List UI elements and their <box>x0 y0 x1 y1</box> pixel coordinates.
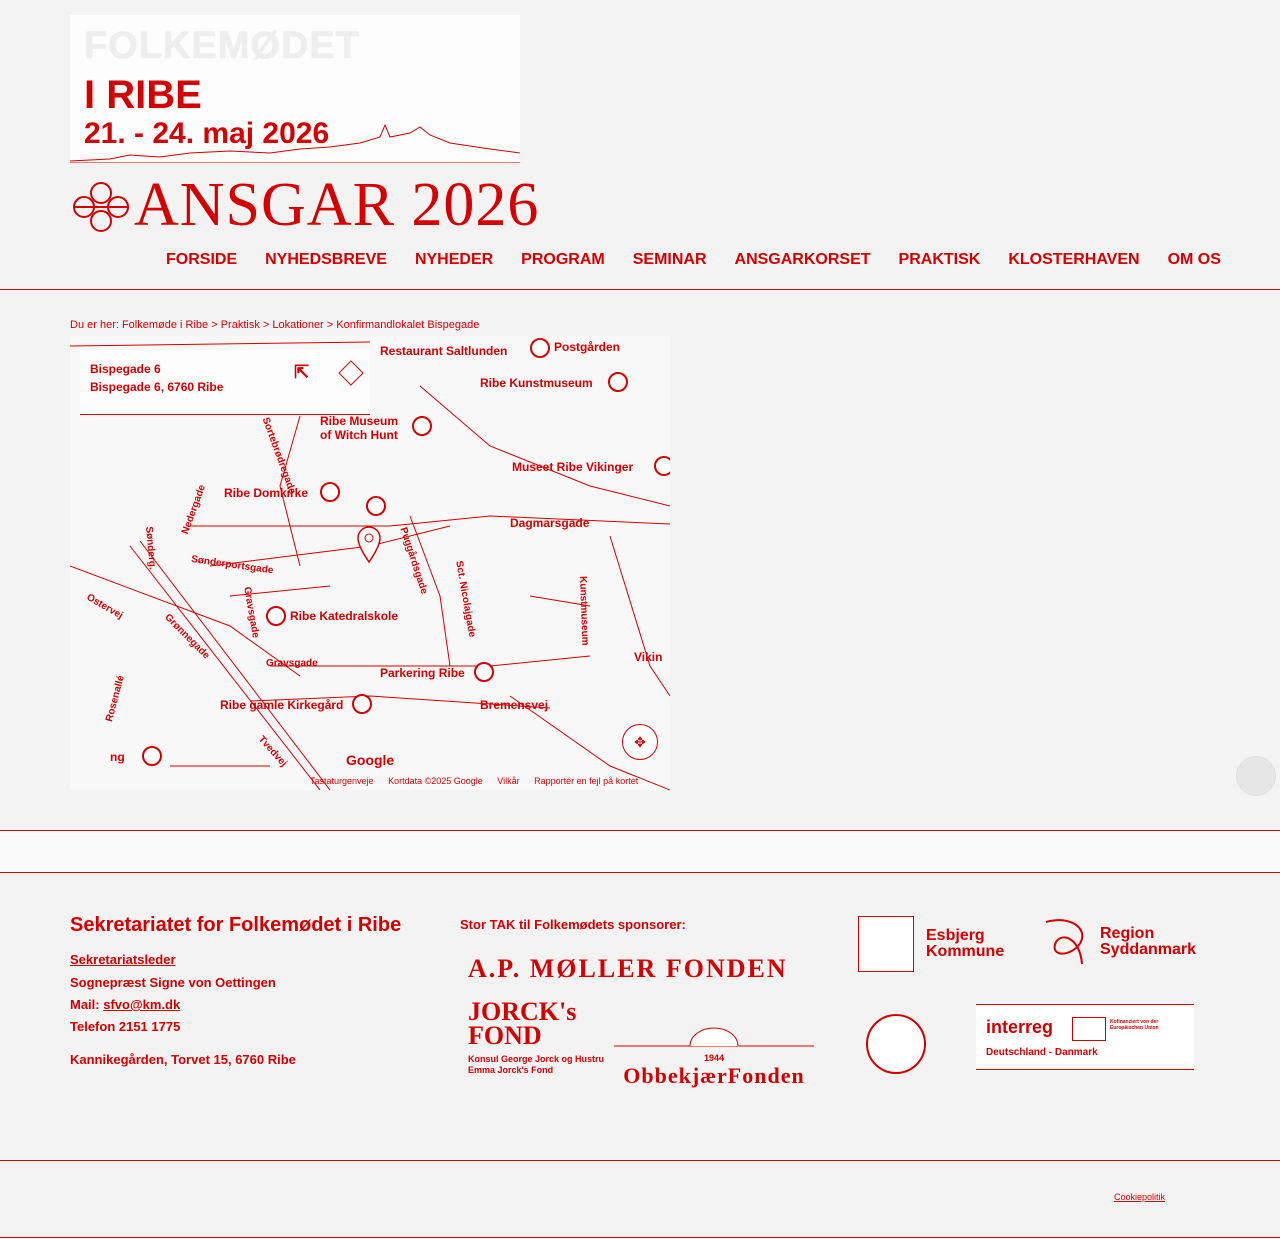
eu-flag-icon <box>1072 1017 1106 1041</box>
contact-name: Sognepræst Signe von Oettingen <box>70 975 276 990</box>
region-swirl-icon <box>1045 919 1084 965</box>
cookie-policy-link[interactable]: Cookiepolitik <box>1114 1192 1166 1202</box>
place-pin-icon[interactable] <box>142 746 162 766</box>
nav-praktisk[interactable]: PRAKTISK <box>898 251 981 268</box>
esbjerg-name: Esbjerg Kommune <box>926 927 1005 960</box>
place-label[interactable]: Ribe Katedralskole <box>290 609 399 623</box>
contact-mail: Mail: sfvo@km.dk <box>70 997 180 1012</box>
place-label[interactable]: Ribe Kunstmuseum <box>480 376 593 390</box>
nav-nyhedsbreve[interactable]: NYHEDSBREVE <box>265 251 387 268</box>
region-name: Region Syddanmark <box>1100 925 1197 958</box>
sponsor-apmoller-logo[interactable]: A.P. MØLLER FONDEN <box>468 954 788 983</box>
spacer-band <box>0 831 1280 872</box>
nav-seminar[interactable]: SEMINAR <box>632 251 707 268</box>
map-place-card: Bispegade 6 Bispegade 6, 6760 Ribe ⇱ <box>80 350 370 415</box>
sponsor-region-logo[interactable]: Region Syddanmark <box>1036 914 1200 970</box>
sponsor-interreg-logo[interactable]: interreg Kofinanziert von der Europäisch… <box>976 1004 1194 1070</box>
place-label[interactable]: Dagmarsgade <box>510 516 590 530</box>
footer-divider <box>0 872 1280 873</box>
obbekjaer-emblem-icon <box>614 1027 814 1047</box>
skyline-illustration <box>70 123 520 163</box>
place-label[interactable]: Parkering Ribe <box>380 666 465 680</box>
place-label[interactable]: Ribe Domkirke <box>224 486 309 500</box>
interreg-name: interreg <box>986 1017 1054 1037</box>
nav-ansgarkorset[interactable]: ANSGARKORSET <box>734 251 871 268</box>
bottom-divider <box>0 1160 1280 1161</box>
place-label[interactable]: Postgården <box>554 340 621 354</box>
place-card-address: Bispegade 6, 6760 Ribe <box>90 380 224 394</box>
museum-pin-icon[interactable] <box>412 416 432 436</box>
place-label[interactable]: ng <box>110 750 125 764</box>
place-label[interactable]: Vikin <box>634 650 663 664</box>
obbekjaer-name: ObbekjærFonden <box>623 1063 805 1088</box>
directions-icon[interactable] <box>338 360 364 386</box>
keyboard-shortcuts-link[interactable]: Tastaturgenveje <box>310 776 374 786</box>
obbekjaer-year: 1944 <box>703 1053 725 1063</box>
place-pin-icon[interactable] <box>366 496 386 516</box>
sponsor-seal-icon[interactable] <box>866 1014 926 1074</box>
place-card-title: Bispegade 6 <box>90 362 161 376</box>
esbjerg-crest-icon <box>858 916 914 972</box>
place-label[interactable]: Restaurant Saltlunden <box>380 344 508 358</box>
google-map[interactable]: Bispegade 6 Bispegade 6, 6760 Ribe ⇱ Res… <box>70 336 670 790</box>
content-divider <box>0 830 1280 831</box>
contact-heading: Sekretariatsleder <box>70 952 176 967</box>
nav-program[interactable]: PROGRAM <box>521 251 605 268</box>
logo-line-1: FOLKEMØDET <box>84 25 360 67</box>
nav-forside[interactable]: FORSIDE <box>166 251 238 268</box>
place-label[interactable]: of Witch Hunt <box>320 428 398 442</box>
eu-cofunded-text: Kofinanziert von der Europäischen Union <box>1110 1019 1159 1031</box>
open-in-maps-icon[interactable]: ⇱ <box>294 362 310 382</box>
school-pin-icon[interactable] <box>266 606 286 626</box>
street-label: Gravsgade <box>266 658 318 669</box>
cemetery-pin-icon[interactable] <box>352 694 372 714</box>
street-label: Bremensvej <box>480 698 549 712</box>
nav-klosterhaven[interactable]: KLOSTERHAVEN <box>1008 251 1140 268</box>
mail-link[interactable]: sfvo@km.dk <box>103 997 181 1012</box>
main-navigation: FORSIDE NYHEDSBREVE NYHEDER PROGRAM SEMI… <box>166 251 1249 269</box>
museum-pin-icon[interactable] <box>654 456 670 476</box>
contact-phone: Telefon 2151 1775 <box>70 1019 181 1034</box>
ansgar-brand[interactable]: ANSGAR 2026 <box>70 172 539 238</box>
sponsor-obbekjaer-logo[interactable]: 1944 ObbekjærFonden <box>614 1026 814 1089</box>
sponsors-title: Stor TAK til Folkemødets sponsorer: <box>460 917 686 932</box>
place-label[interactable]: Ribe gamle Kirkegård <box>220 698 344 712</box>
brand-title: ANSGAR 2026 <box>134 171 540 239</box>
contact-address: Kannikegården, Torvet 15, 6760 Ribe <box>70 1052 296 1067</box>
scroll-to-top-button[interactable] <box>1236 756 1276 796</box>
selected-location-pin-icon[interactable] <box>356 526 382 564</box>
footer-title: Sekretariatet for Folkemødet i Ribe <box>70 914 402 936</box>
festival-logo[interactable]: FOLKEMØDET I RIBE 21. - 24. maj 2026 <box>70 15 520 163</box>
report-error-link[interactable]: Rapportér en fejl på kortet <box>534 776 639 786</box>
logo-line-2: I RIBE <box>84 73 202 117</box>
map-attribution: Tastaturgenveje Kortdata ©2025 Google Vi… <box>310 776 650 786</box>
jorck-subtitle: Konsul George Jorck og Hustru Emma Jorck… <box>468 1054 605 1075</box>
museum-pin-icon[interactable] <box>608 372 628 392</box>
map-data-credit: Kortdata ©2025 Google <box>388 776 483 786</box>
sponsor-jorck-logo[interactable]: JORCK's FOND Konsul George Jorck og Hust… <box>468 997 608 1076</box>
interreg-region: Deutschland - Danmark <box>986 1047 1098 1058</box>
mail-label: Mail: <box>70 997 100 1012</box>
terms-link[interactable]: Vilkår <box>497 776 520 786</box>
ansgar-cross-icon <box>73 182 129 232</box>
map-camera-control[interactable]: ✥ <box>622 724 658 760</box>
sponsor-esbjerg-logo[interactable]: Esbjerg Kommune <box>858 916 1016 972</box>
church-pin-icon[interactable] <box>320 482 340 502</box>
page-bottom-line <box>0 1237 1280 1238</box>
restaurant-pin-icon[interactable] <box>530 338 550 358</box>
place-label[interactable]: Ribe Museum <box>320 414 399 428</box>
logo-dates: 21. - 24. maj 2026 <box>84 117 330 150</box>
jorck-name: JORCK's FOND <box>468 997 577 1050</box>
header-divider <box>0 289 1280 290</box>
nav-nyheder[interactable]: NYHEDER <box>414 251 494 268</box>
place-label[interactable]: Museet Ribe Vikinger <box>512 460 634 474</box>
google-logo: Google <box>346 752 395 768</box>
parking-pin-icon[interactable] <box>474 662 494 682</box>
nav-om-os[interactable]: OM OS <box>1167 251 1221 268</box>
breadcrumb[interactable]: Du er her: Folkemøde i Ribe > Praktisk >… <box>70 319 480 331</box>
